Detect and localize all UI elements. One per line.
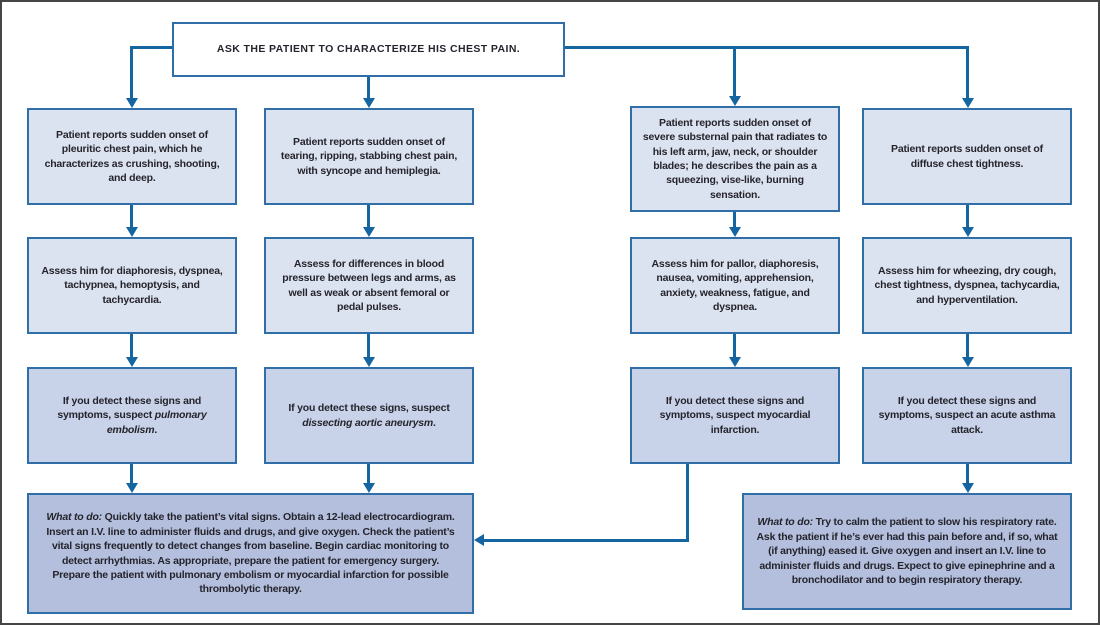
down-arrowhead [729, 96, 741, 106]
connector-header-col3-v [733, 46, 736, 97]
down-arrowhead [126, 98, 138, 108]
down-arrowhead [363, 357, 375, 367]
box-text: Patient reports sudden onset of severe s… [642, 116, 828, 201]
down-arrowhead [729, 357, 741, 367]
connector-col3-r1-r2 [733, 212, 736, 228]
report-box-chest-tightness: Patient reports sudden onset of diffuse … [862, 108, 1072, 205]
box-text: What to do: Try to calm the patient to s… [756, 516, 1058, 587]
box-text: If you detect these signs, suspect disse… [288, 402, 450, 429]
connector-col1-r3-action [130, 464, 133, 484]
connector-header-left-h [130, 46, 172, 49]
connector-col3-r2-r3 [733, 334, 736, 358]
suspect-box-aortic-aneurysm: If you detect these signs, suspect disse… [264, 367, 474, 464]
left-arrowhead [474, 534, 484, 546]
down-arrowhead [126, 357, 138, 367]
header-text: ASK THE PATIENT TO CHARACTERIZE HIS CHES… [216, 42, 521, 55]
box-text: What to do: Quickly take the patient’s v… [46, 511, 455, 596]
down-arrowhead [729, 227, 741, 237]
box-text: Assess him for wheezing, dry cough, ches… [874, 264, 1060, 306]
down-arrowhead [363, 483, 375, 493]
box-text: If you detect these signs and symptoms, … [659, 394, 811, 436]
connector-col3-elbow-v [686, 464, 689, 541]
connector-header-right-h [565, 46, 969, 49]
connector-col1-r2-r3 [130, 334, 133, 358]
report-box-substernal-pain: Patient reports sudden onset of severe s… [630, 106, 840, 212]
connector-col2-r2-r3 [367, 334, 370, 358]
down-arrowhead [363, 98, 375, 108]
connector-header-left-v [130, 46, 133, 99]
connector-col1-r1-r2 [130, 205, 133, 228]
connector-header-center-v [367, 77, 370, 99]
connector-col4-r1-r2 [966, 205, 969, 228]
report-box-pleuritic-pain: Patient reports sudden onset of pleuriti… [27, 108, 237, 205]
down-arrowhead [962, 357, 974, 367]
connector-col4-r3-action [966, 464, 969, 484]
action-box-respiratory: What to do: Try to calm the patient to s… [742, 493, 1072, 610]
box-text: Assess for differences in blood pressure… [282, 257, 456, 313]
report-box-tearing-pain: Patient reports sudden onset of tearing,… [264, 108, 474, 205]
box-text: If you detect these signs and symptoms, … [878, 394, 1056, 436]
box-text: If you detect these signs and symptoms, … [57, 394, 207, 436]
suspect-box-myocardial-infarction: If you detect these signs and symptoms, … [630, 367, 840, 464]
down-arrowhead [962, 98, 974, 108]
connector-col2-r1-r2 [367, 205, 370, 228]
assess-box-cardiac: Assess him for pallor, diaphoresis, naus… [630, 237, 840, 334]
suspect-box-asthma-attack: If you detect these signs and symptoms, … [862, 367, 1072, 464]
suspect-box-pulmonary-embolism: If you detect these signs and symptoms, … [27, 367, 237, 464]
box-text: Assess him for pallor, diaphoresis, naus… [651, 257, 819, 313]
connector-col4-r2-r3 [966, 334, 969, 358]
assess-box-pulmonary: Assess him for diaphoresis, dyspnea, tac… [27, 237, 237, 334]
connector-col2-r3-action [367, 464, 370, 484]
box-text: Assess him for diaphoresis, dyspnea, tac… [41, 264, 223, 306]
down-arrowhead [126, 227, 138, 237]
connector-header-col4-v [966, 46, 969, 99]
down-arrowhead [962, 227, 974, 237]
header-box: ASK THE PATIENT TO CHARACTERIZE HIS CHES… [172, 22, 565, 77]
action-box-cardiac-emergency: What to do: Quickly take the patient’s v… [27, 493, 474, 614]
down-arrowhead [363, 227, 375, 237]
down-arrowhead [962, 483, 974, 493]
box-text: Patient reports sudden onset of tearing,… [280, 135, 458, 177]
assess-box-asthma: Assess him for wheezing, dry cough, ches… [862, 237, 1072, 334]
connector-col3-elbow-h [484, 539, 689, 542]
box-text: Patient reports sudden onset of pleuriti… [44, 128, 220, 184]
box-text: Patient reports sudden onset of diffuse … [891, 143, 1043, 170]
down-arrowhead [126, 483, 138, 493]
assess-box-aortic: Assess for differences in blood pressure… [264, 237, 474, 334]
